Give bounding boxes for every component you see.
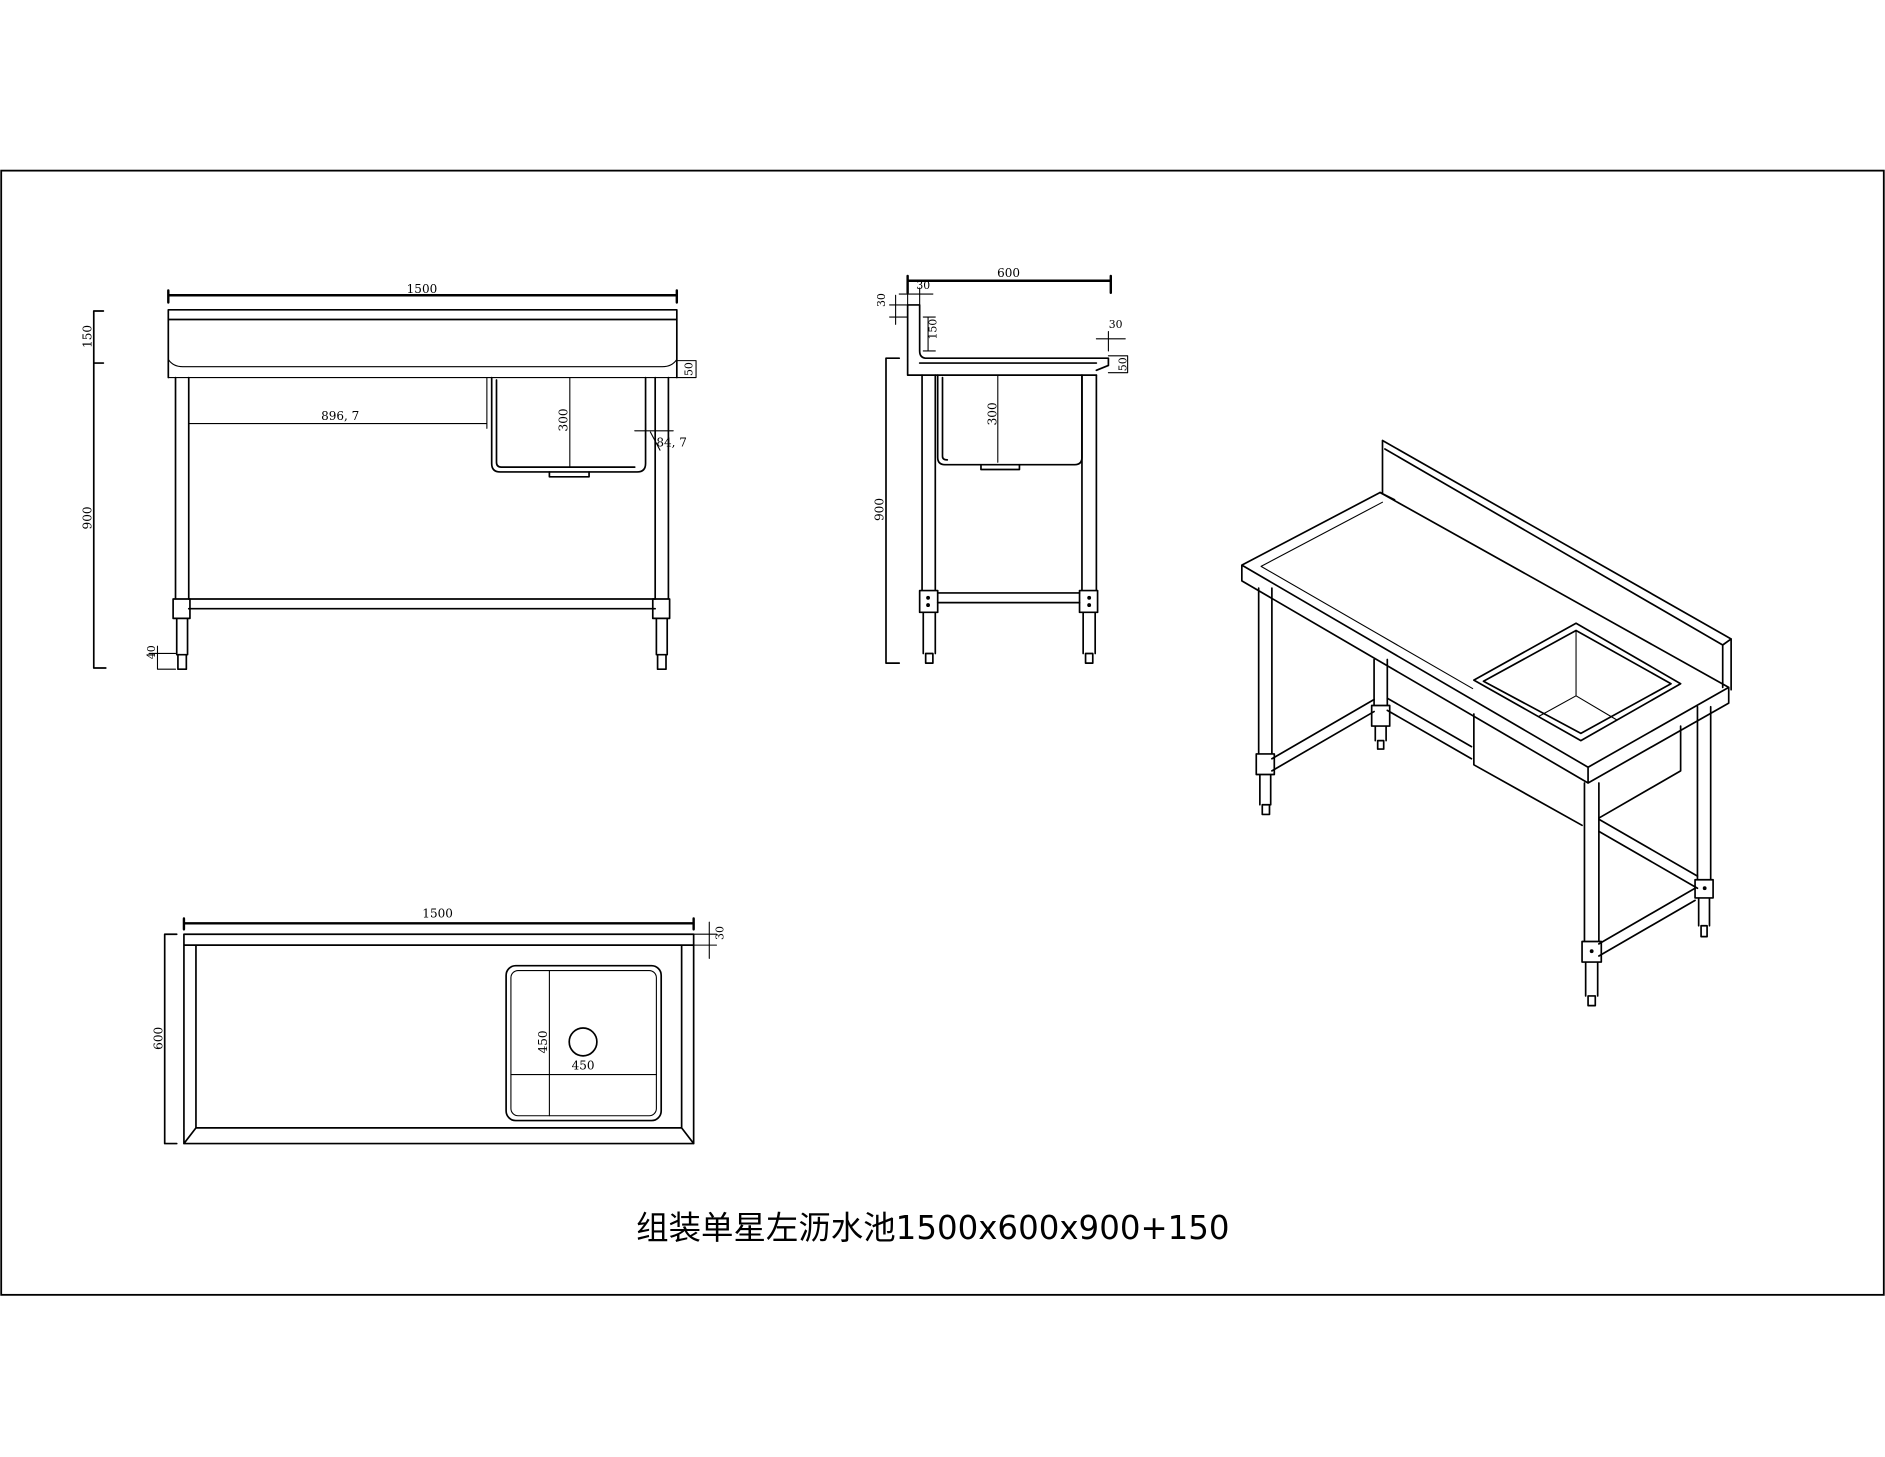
- side-sink-bowl: [936, 374, 1083, 466]
- front-foot-height-label: 40: [145, 645, 158, 659]
- side-edge-height-dimension: [1107, 355, 1129, 374]
- front-overall-length-dimension: [167, 289, 679, 304]
- front-left-leg: [172, 376, 191, 671]
- iso-worktop: [1240, 491, 1730, 784]
- iso-sink-interior: [1538, 629, 1618, 721]
- front-drainer-length-dimension: [188, 377, 488, 429]
- drawing-title: 组装单星左沥水池1500x600x900+150: [636, 1209, 1229, 1247]
- side-edge-height-label: 50: [1116, 357, 1129, 371]
- iso-drainer-edge: [1260, 501, 1474, 690]
- front-worktop-edge: [167, 358, 678, 379]
- side-back-leg-bolt: [926, 603, 930, 608]
- front-overall-length-label: 1500: [407, 282, 438, 296]
- iso-front-right-leg: [1581, 782, 1603, 1007]
- front-edge-height-label: 50: [682, 362, 695, 376]
- iso-leg-bolt: [1702, 886, 1707, 891]
- side-backsplash-thickness-label: 30: [916, 279, 930, 292]
- side-sink-drain: [980, 463, 1021, 471]
- side-backsplash-cap-label: 30: [875, 293, 888, 307]
- front-height-dimension: [92, 310, 107, 669]
- front-sink-drain: [548, 471, 590, 478]
- iso-leg-bolt: [1589, 949, 1594, 954]
- top-overall-length-dimension: [182, 917, 695, 931]
- side-front-leg-bolt: [1087, 595, 1092, 600]
- side-bowl-depth-label: 300: [986, 402, 1000, 425]
- iso-sink-opening: [1473, 622, 1682, 742]
- side-view: 600 30 30 150 30 50 300 900: [873, 266, 1129, 664]
- front-bowl-offset-label: 84, 7: [656, 436, 687, 450]
- top-bowl-width-label: 450: [572, 1059, 595, 1073]
- front-bowl-depth-label: 300: [556, 408, 570, 431]
- front-edge-height-dimension: [676, 360, 697, 379]
- side-table-height-dimension: [885, 357, 901, 664]
- front-foot-height-dimension: [148, 645, 177, 670]
- front-sink-bowl: [490, 376, 647, 473]
- iso-sink-bowl-exterior: [1473, 713, 1682, 827]
- top-view: 1500 30 600 450 450: [151, 906, 727, 1145]
- top-overall-depth-label: 600: [151, 1027, 165, 1050]
- side-backsplash-thickness-dimension: [898, 287, 934, 306]
- isometric-view: [1240, 439, 1732, 1007]
- top-backsplash-depth-label: 30: [714, 926, 727, 940]
- top-worktop-outline: [183, 933, 695, 1145]
- iso-back-left-leg: [1370, 658, 1391, 750]
- front-bottom-crossbar: [187, 598, 657, 610]
- side-backsplash-height-dimension: [922, 316, 936, 352]
- iso-front-left-leg: [1255, 587, 1276, 816]
- iso-right-side-crossbar: [1598, 887, 1696, 957]
- top-overall-depth-dimension: [163, 933, 178, 1145]
- iso-backsplash: [1379, 439, 1732, 691]
- front-drainer-length-label: 896, 7: [321, 409, 359, 423]
- side-front-leg: [1078, 374, 1099, 664]
- front-view: 1500 50 300 896, 7 84, 7 150 900 40: [80, 282, 697, 671]
- front-backsplash-height-label: 150: [80, 325, 94, 348]
- side-table-height-label: 900: [873, 498, 887, 521]
- front-table-height-label: 900: [80, 506, 94, 529]
- side-bottom-crossbar: [936, 592, 1081, 604]
- side-back-leg: [918, 374, 939, 664]
- iso-long-crossbar: [1386, 697, 1699, 890]
- front-right-leg: [651, 376, 671, 671]
- iso-left-side-crossbar: [1271, 698, 1375, 772]
- top-overall-length-label: 1500: [422, 906, 453, 920]
- side-front-lip-label: 30: [1109, 318, 1123, 331]
- side-backsplash-height-label: 150: [927, 319, 940, 340]
- top-backsplash-depth-dimension: [693, 921, 718, 959]
- top-sink-bowl-outer: [505, 964, 663, 1122]
- front-backsplash: [167, 308, 678, 379]
- iso-back-right-leg: [1694, 705, 1714, 938]
- front-bowl-offset-dimension: [634, 423, 674, 451]
- top-sink-bowl-centerlines: [510, 969, 657, 1117]
- side-overall-depth-label: 600: [997, 266, 1020, 280]
- top-bowl-depth-label: 450: [536, 1030, 550, 1053]
- side-backsplash-cap-dimension: [889, 294, 909, 325]
- side-backsplash-and-worktop: [906, 304, 1110, 376]
- side-front-lip-dimension: [1095, 331, 1126, 352]
- top-sink-drain: [568, 1027, 598, 1057]
- drawing-frame: [0, 169, 1885, 1296]
- side-front-leg-bolt: [1087, 603, 1092, 608]
- side-back-leg-bolt: [926, 595, 930, 600]
- top-sink-bowl-inner: [510, 969, 657, 1117]
